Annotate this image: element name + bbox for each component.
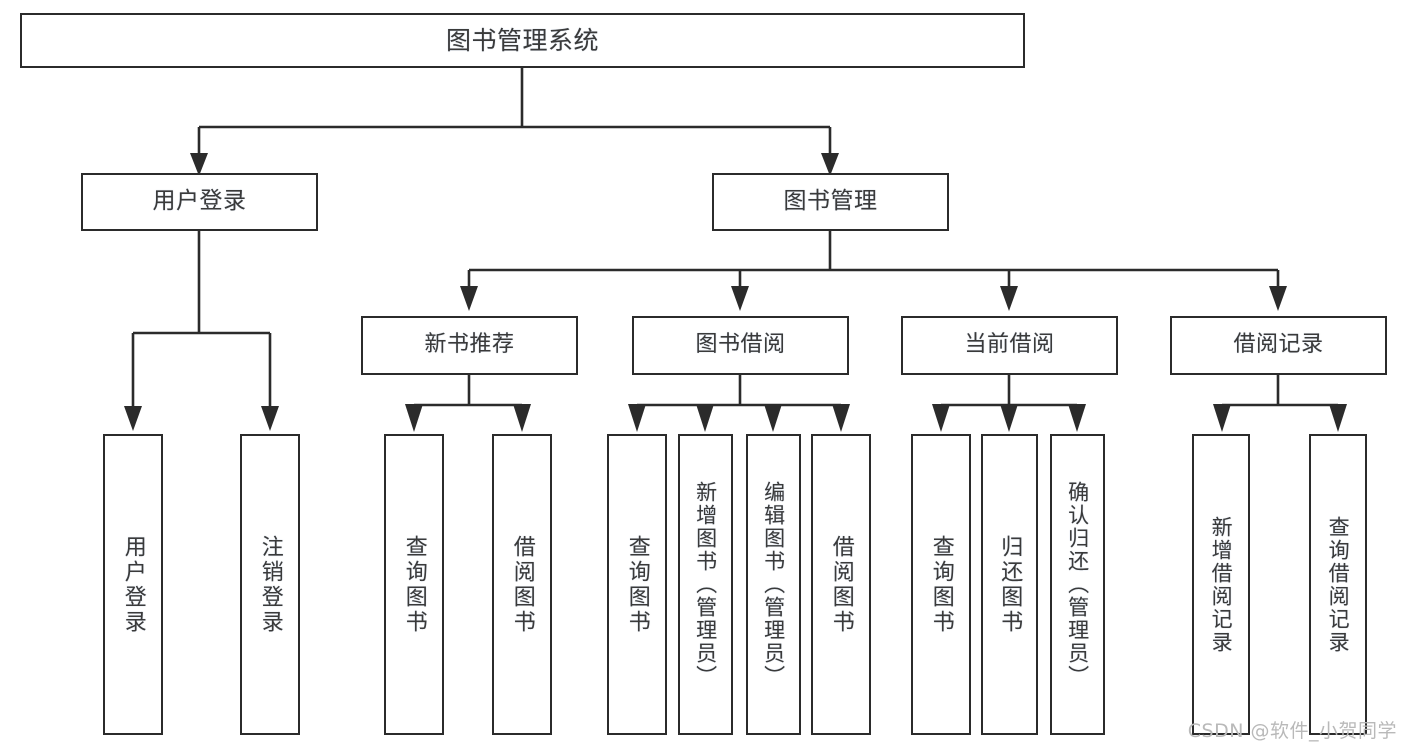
node-book-borrow-label: 图书借阅 xyxy=(695,332,786,358)
node-leaf-user-login-label: 用户登录 xyxy=(120,534,146,635)
node-leaf-add-record-label: 新增借阅记录 xyxy=(1209,515,1234,654)
arrow-leaf-return-book xyxy=(1000,404,1018,432)
arrow-current-borrow xyxy=(1000,286,1018,311)
arrow-leaf-user-login xyxy=(124,406,142,431)
arrow-borrow-record xyxy=(1269,286,1287,311)
node-leaf-query-record-label: 查询借阅记录 xyxy=(1326,515,1351,654)
arrow-leaf-confirm-return xyxy=(1068,404,1086,432)
node-leaf-add-book[interactable]: 新增图书（管理员） xyxy=(678,434,733,735)
arrow-leaf-query-record xyxy=(1329,404,1347,432)
node-root[interactable]: 图书管理系统 xyxy=(20,13,1025,68)
node-leaf-query-book-1-label: 查询图书 xyxy=(401,534,427,635)
node-leaf-edit-book[interactable]: 编辑图书（管理员） xyxy=(746,434,801,735)
node-current-borrow[interactable]: 当前借阅 xyxy=(901,316,1118,375)
node-leaf-query-book-1[interactable]: 查询图书 xyxy=(384,434,444,735)
node-leaf-query-record[interactable]: 查询借阅记录 xyxy=(1309,434,1367,735)
node-leaf-return-book[interactable]: 归还图书 xyxy=(981,434,1038,735)
node-root-label: 图书管理系统 xyxy=(445,25,599,55)
node-current-borrow-label: 当前借阅 xyxy=(964,332,1055,358)
node-leaf-borrow-book-1-label: 借阅图书 xyxy=(509,534,535,635)
node-borrow-record[interactable]: 借阅记录 xyxy=(1170,316,1387,375)
arrow-leaf-query-book-1 xyxy=(405,404,423,432)
node-leaf-query-book-2[interactable]: 查询图书 xyxy=(607,434,667,735)
node-leaf-confirm-return-label: 确认归还（管理员） xyxy=(1065,481,1090,688)
node-new-book-recommend-label: 新书推荐 xyxy=(424,332,515,358)
arrow-leaf-borrow-book-2 xyxy=(832,404,850,432)
node-leaf-query-book-3-label: 查询图书 xyxy=(928,534,954,635)
node-book-management[interactable]: 图书管理 xyxy=(712,173,949,231)
arrow-leaf-user-logout xyxy=(261,406,279,431)
arrow-leaf-query-book-3 xyxy=(932,404,950,432)
node-leaf-user-login[interactable]: 用户登录 xyxy=(103,434,163,735)
arrow-leaf-add-book xyxy=(696,404,714,432)
node-new-book-recommend[interactable]: 新书推荐 xyxy=(361,316,578,375)
arrow-leaf-edit-book xyxy=(764,404,782,432)
watermark-text: CSDN @软件_小贺同学 xyxy=(1187,720,1397,742)
node-leaf-query-book-2-label: 查询图书 xyxy=(624,534,650,635)
node-borrow-record-label: 借阅记录 xyxy=(1233,332,1324,358)
node-user-login[interactable]: 用户登录 xyxy=(81,173,318,231)
node-leaf-borrow-book-1[interactable]: 借阅图书 xyxy=(492,434,552,735)
node-leaf-return-book-label: 归还图书 xyxy=(997,534,1023,635)
node-leaf-user-logout-label: 注销登录 xyxy=(257,534,283,635)
arrow-book-borrow xyxy=(731,286,749,311)
node-book-borrow[interactable]: 图书借阅 xyxy=(632,316,849,375)
arrow-new-book-recommend xyxy=(460,286,478,311)
node-leaf-user-logout[interactable]: 注销登录 xyxy=(240,434,300,735)
node-user-login-label: 用户登录 xyxy=(152,188,247,215)
node-leaf-add-record[interactable]: 新增借阅记录 xyxy=(1192,434,1250,735)
node-leaf-borrow-book-2[interactable]: 借阅图书 xyxy=(811,434,871,735)
node-leaf-confirm-return[interactable]: 确认归还（管理员） xyxy=(1050,434,1105,735)
node-leaf-borrow-book-2-label: 借阅图书 xyxy=(828,534,854,635)
node-book-management-label: 图书管理 xyxy=(783,188,878,215)
node-leaf-edit-book-label: 编辑图书（管理员） xyxy=(761,481,786,688)
node-leaf-query-book-3[interactable]: 查询图书 xyxy=(911,434,971,735)
arrow-leaf-borrow-book-1 xyxy=(513,404,531,432)
arrow-leaf-query-book-2 xyxy=(628,404,646,432)
node-leaf-add-book-label: 新增图书（管理员） xyxy=(693,481,718,688)
arrow-leaf-add-record xyxy=(1213,404,1231,432)
